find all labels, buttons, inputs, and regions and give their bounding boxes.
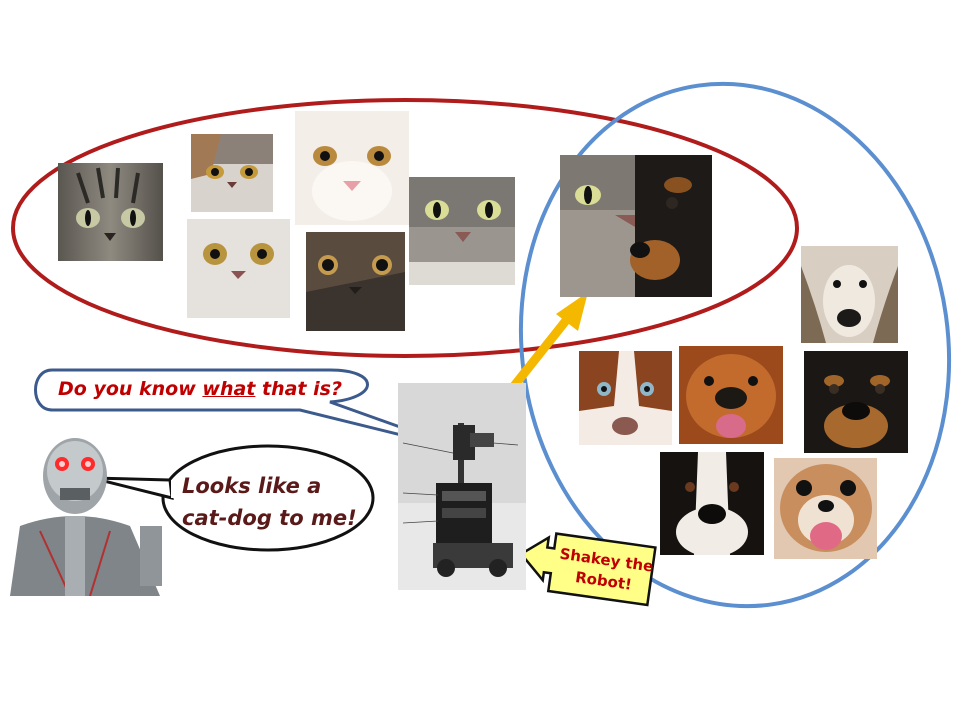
question-text: Do you know what that is? (58, 378, 342, 400)
terminator-endoskeleton (10, 426, 180, 596)
question-bubble (34, 368, 471, 454)
answer-bubble (161, 444, 375, 552)
aussie-puppy-face (579, 351, 672, 445)
bernese-dog-face (660, 452, 764, 555)
cat-dog-composite-face (560, 155, 712, 297)
white-cat-face (295, 111, 409, 225)
answer-text: Looks like a cat-dog to me! (182, 470, 362, 534)
chow-chow-face (679, 346, 783, 444)
robot-label-callout (519, 532, 657, 607)
pomeranian-face (774, 458, 877, 559)
shakey-robot-photo (398, 383, 526, 590)
cat-group-ellipse (11, 98, 799, 358)
silver-persian-cat-face (187, 219, 290, 318)
rottweiler-face (804, 351, 908, 453)
answer-line-2: cat-dog to me! (182, 506, 357, 530)
tabby-cat-face (58, 163, 163, 261)
answer-line-1: Looks like a (182, 474, 322, 498)
persian-cat-face (191, 134, 273, 212)
gray-cat-face (409, 177, 515, 285)
dark-cat-face (306, 232, 405, 331)
afghan-hound-face (801, 246, 898, 343)
question-emphasis: what (202, 378, 256, 400)
